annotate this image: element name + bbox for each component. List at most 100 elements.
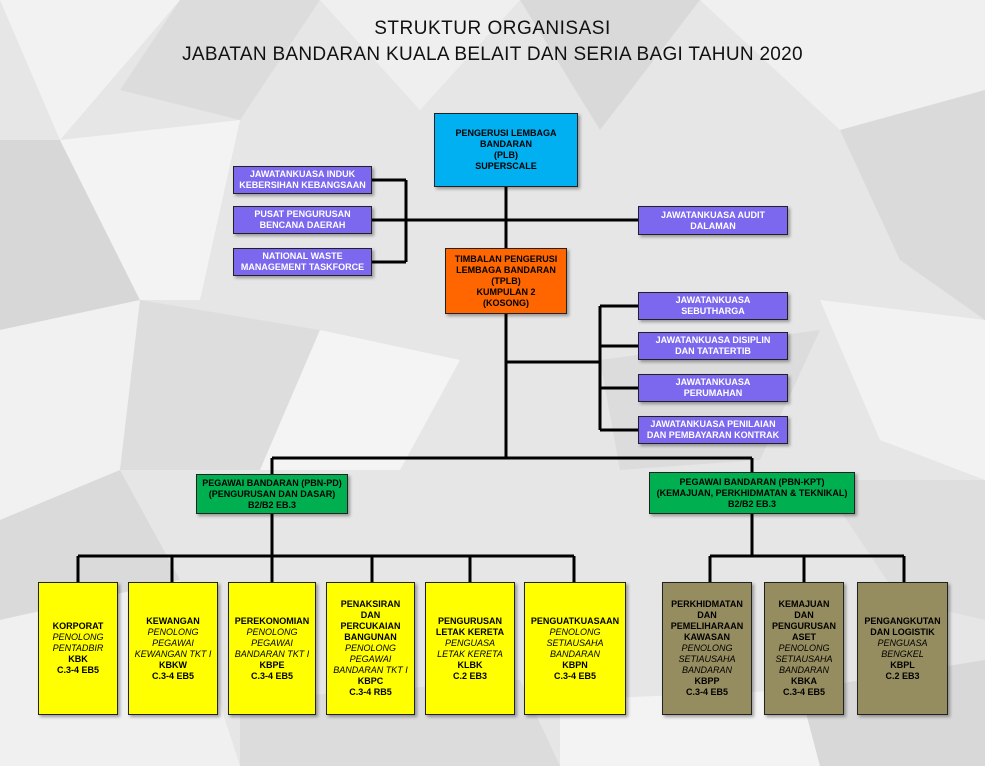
unit-line: PEGAWAI	[349, 654, 392, 664]
committee-line: JAWATANKUASA AUDIT	[661, 209, 765, 220]
committee-line: DAN TATATERTIB	[675, 346, 751, 356]
unit-line: BANDARAN TKT I	[234, 648, 310, 659]
unit-line: PEREKONOMIAN	[234, 615, 310, 626]
unit-line: SETIAUSAHA	[546, 637, 604, 648]
tplb-line: LEMBAGA BANDARAN	[456, 264, 556, 275]
tplb-line: TIMBALAN PENGERUSI	[454, 253, 558, 264]
committee-bencana-box: PUSAT PENGURUSAN BENCANA DAERAH	[233, 206, 372, 234]
unit-line: ASET	[791, 632, 816, 642]
officer-line: (KEMAJUAN, PERKHIDMATAN & TEKNIKAL)	[656, 487, 848, 498]
unit-line: C.3-4 EB5	[685, 687, 729, 697]
unit-line: PERKHIDMATAN	[671, 599, 743, 609]
unit-line: PENOLONG	[52, 632, 104, 642]
unit-line: KBPP	[694, 676, 720, 686]
unit-line: SETIAUSAHA	[775, 654, 833, 664]
committee-audit-box: JAWATANKUASA AUDIT DALAMAN	[638, 206, 788, 235]
unit-line: C.2 EB3	[452, 670, 487, 681]
unit-line: PERCUKAIAN	[340, 621, 401, 631]
unit-line: PENOLONG	[549, 626, 601, 637]
committee-kebersihan-box: JAWATANKUASA INDUK KEBERSIHAN KEBANGSAAN	[233, 166, 372, 194]
unit-line: C.3-4 EB5	[151, 670, 195, 681]
unit-line: DAN	[697, 610, 717, 620]
unit-line: DAN	[360, 610, 381, 620]
unit-line: KBKW	[159, 659, 187, 670]
unit-line: KEMAJUAN	[778, 599, 830, 609]
committee-line: JAWATANKUASA	[675, 295, 751, 305]
unit-line: BANDARAN	[681, 665, 732, 675]
unit-line: KORPORAT	[52, 621, 104, 631]
unit-line: KEWANGAN	[146, 615, 200, 626]
unit-line: PENGURUSAN	[771, 621, 836, 631]
unit-line: KBPE	[259, 659, 285, 670]
committee-line: DALAMAN	[690, 220, 736, 231]
committee-perumahan-box: JAWATANKUASA PERUMAHAN	[638, 374, 788, 402]
unit-line: C.3-4 EB5	[553, 670, 597, 681]
committee-line: PUSAT PENGURUSAN	[254, 209, 351, 219]
unit-line: BANGUNAN	[344, 632, 397, 642]
committee-waste-box: NATIONAL WASTE MANAGEMENT TASKFORCE	[233, 248, 372, 276]
unit-line: KBK	[68, 654, 88, 664]
plb-line: (PLB)	[494, 150, 518, 160]
committee-penilaian-box: JAWATANKUASA PENILAIAN DAN PEMBAYARAN KO…	[638, 416, 788, 444]
unit-line: KBPC	[357, 676, 384, 686]
officer-line: B2/B2 EB.3	[247, 499, 297, 510]
unit-line: PENOLONG	[147, 626, 199, 637]
unit-line: C.2 EB3	[885, 670, 920, 681]
committee-line: SEBUTHARGA	[681, 306, 745, 316]
unit-line: BENGKEL	[881, 648, 924, 659]
unit-line: PENGUATKUASAAN	[530, 615, 620, 626]
tplb-line: (TPLB)	[491, 275, 521, 286]
unit-line: PENGUASA	[877, 637, 928, 648]
pbn-kpt-box: PEGAWAI BANDARAN (PBN-KPT) (KEMAJUAN, PE…	[649, 472, 855, 514]
unit-line: PENGANGKUTAN	[864, 615, 941, 626]
unit-line: PEMELIHARAAN	[670, 621, 744, 631]
unit-line: PENGURUSAN	[437, 615, 502, 626]
unit-line: KBPL	[890, 659, 915, 670]
plb-line: BANDARAN	[480, 139, 532, 149]
tplb-box: TIMBALAN PENGERUSI LEMBAGA BANDARAN (TPL…	[445, 248, 567, 314]
plb-box: PENGERUSI LEMBAGA BANDARAN (PLB) SUPERSC…	[434, 113, 578, 187]
committee-line: BENCANA DAERAH	[259, 220, 346, 230]
officer-line: (PENGURUSAN DAN DASAR)	[208, 488, 336, 499]
unit-line: PENOLONG	[778, 643, 830, 653]
unit-line: PENOLONG	[344, 643, 396, 653]
committee-sebutharga-box: JAWATANKUASA SEBUTHARGA	[638, 292, 788, 320]
committee-line: JAWATANKUASA	[675, 377, 751, 387]
committee-line: MANAGEMENT TASKFORCE	[240, 262, 365, 272]
committee-line: DAN PEMBAYARAN KONTRAK	[646, 430, 780, 440]
unit-line: PEGAWAI	[251, 637, 293, 648]
chart-title-line2: JABATAN BANDARAN KUALA BELAIT DAN SERIA …	[182, 44, 803, 65]
unit-line: SETIAUSAHA	[678, 654, 736, 664]
plb-line: SUPERSCALE	[475, 161, 537, 171]
tplb-line: KUMPULAN 2	[476, 286, 536, 297]
unit-line: BANDARAN TKT I	[333, 665, 408, 675]
unit-line: LETAK KERETA	[435, 626, 505, 637]
committee-line: NATIONAL WASTE	[262, 251, 343, 261]
committee-line: JAWATANKUASA INDUK	[249, 169, 356, 179]
unit-line: PENTADBIR	[52, 643, 104, 653]
unit-line: C.3-4 EB5	[250, 670, 294, 681]
unit-line: C.3-4 EB5	[782, 687, 826, 697]
unit-line: PENOLONG	[681, 643, 733, 653]
committee-disiplin-box: JAWATANKUASA DISIPLIN DAN TATATERTIB	[638, 332, 788, 360]
unit-line: PENOLONG	[246, 626, 298, 637]
unit-line: KBPN	[562, 659, 588, 670]
plb-line: PENGERUSI LEMBAGA	[455, 128, 557, 138]
committee-line: JAWATANKUASA DISIPLIN	[655, 335, 771, 345]
unit-line: KBKA	[791, 676, 817, 686]
officer-line: B2/B2 EB.3	[727, 498, 777, 509]
unit-line: C.3-4 RB5	[349, 687, 392, 697]
pbn-pd-box: PEGAWAI BANDARAN (PBN-PD) (PENGURUSAN DA…	[196, 474, 348, 514]
unit-line: C.3-4 EB5	[56, 665, 100, 675]
unit-line: BANDARAN	[549, 648, 600, 659]
unit-line: PEGAWAI	[152, 637, 194, 648]
tplb-line: (KOSONG)	[483, 297, 529, 308]
